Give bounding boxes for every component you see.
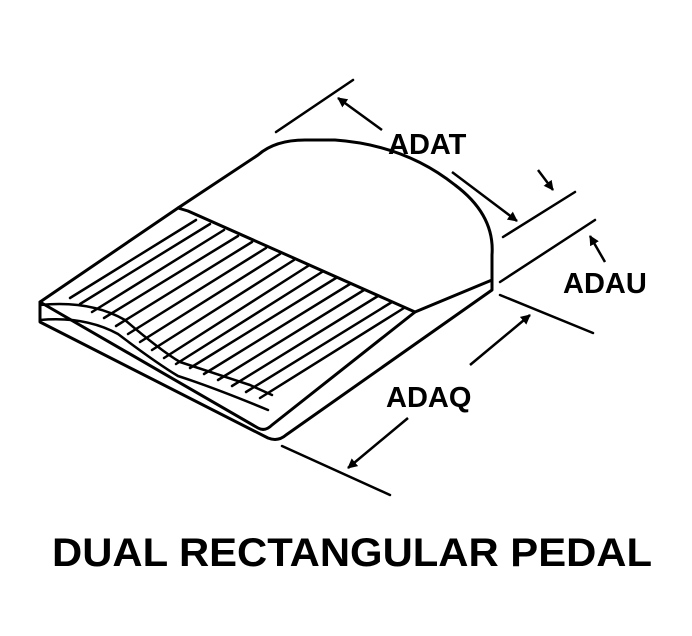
pedal-body <box>38 138 494 441</box>
adat-arrow-lower <box>451 171 518 222</box>
pedal-front-curve <box>38 302 274 397</box>
tread-ribs <box>68 218 406 400</box>
pedal-left-face <box>38 278 494 441</box>
adat-label: ADAT <box>388 129 467 161</box>
pedal-top-face <box>38 138 494 431</box>
diagram-caption: DUAL RECTANGULAR PEDAL <box>52 531 652 575</box>
pedal-lower-curve <box>38 318 270 412</box>
adat-arrow-upper <box>337 96 383 132</box>
adaq-arrow-lower <box>347 417 409 469</box>
extension-lines <box>274 78 597 497</box>
adau-arrow-lower <box>588 235 607 263</box>
adaq-label: ADAQ <box>386 382 471 414</box>
dimension-arrows <box>337 96 607 469</box>
adau-arrow-upper <box>537 169 554 191</box>
adau-label: ADAU <box>563 268 647 300</box>
adaq-arrow-upper <box>469 314 531 366</box>
pad-edge <box>176 206 417 314</box>
